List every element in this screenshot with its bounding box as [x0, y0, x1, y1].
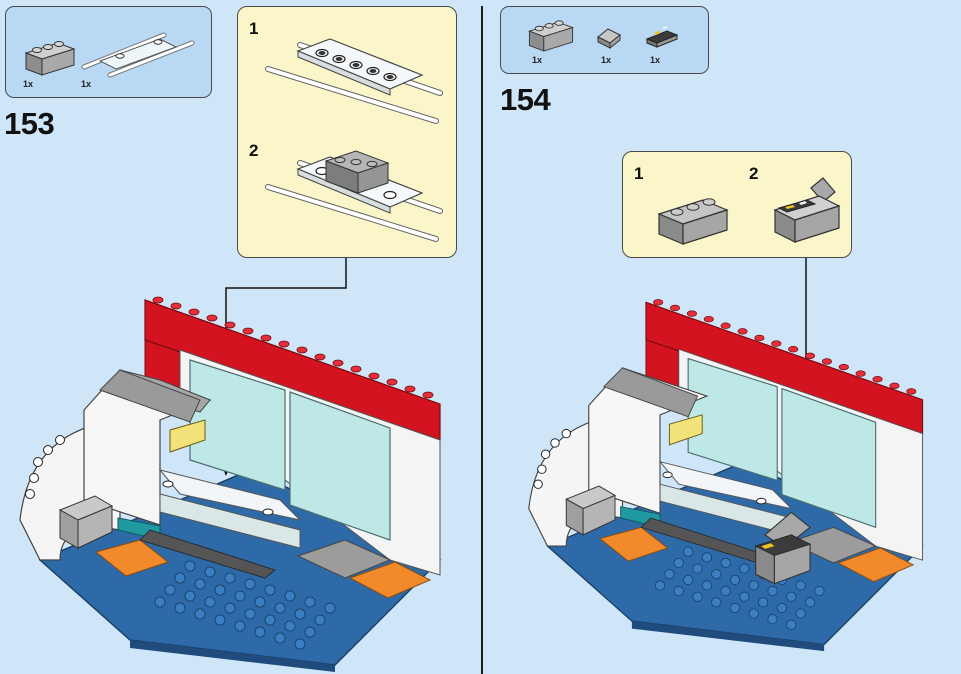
sub-step-number: 1	[249, 19, 259, 38]
part-qty: 1x	[601, 55, 612, 65]
parts-list-154: 1x 1x 1x	[500, 6, 709, 74]
parts-list-153: 1x 1x	[5, 6, 212, 98]
sub-step-number: 2	[249, 141, 259, 160]
part-qty: 1x	[650, 55, 661, 65]
ambulance-interior-model-153	[19, 296, 442, 672]
gray-brick-1x3-icon	[24, 41, 76, 76]
stretcher-sub-assembly-1	[265, 38, 443, 124]
printed-control-tile-icon	[645, 25, 679, 48]
part-qty: 1x	[23, 79, 34, 89]
sub-step-number: 1	[634, 164, 644, 183]
stretcher-sub-assembly-2	[265, 150, 443, 242]
control-panel-sub-assembly-2	[773, 177, 841, 243]
step-number-153: 153	[4, 106, 55, 141]
sub-assembly-callout-154: 1 2	[622, 151, 852, 258]
sub-step-number: 2	[749, 164, 759, 183]
gray-slope-tile-icon	[597, 28, 621, 50]
gray-brick-sub-assembly-1	[657, 198, 729, 245]
gray-brick-1x3-icon	[528, 20, 574, 52]
page-divider	[481, 6, 483, 674]
ambulance-interior-model-154	[528, 299, 924, 652]
part-qty: 1x	[532, 55, 543, 65]
step-number-154: 154	[500, 82, 551, 117]
part-qty: 1x	[81, 79, 92, 89]
white-stretcher-plate-icon	[81, 32, 195, 78]
sub-assembly-callout-153: 1 2	[237, 6, 457, 258]
